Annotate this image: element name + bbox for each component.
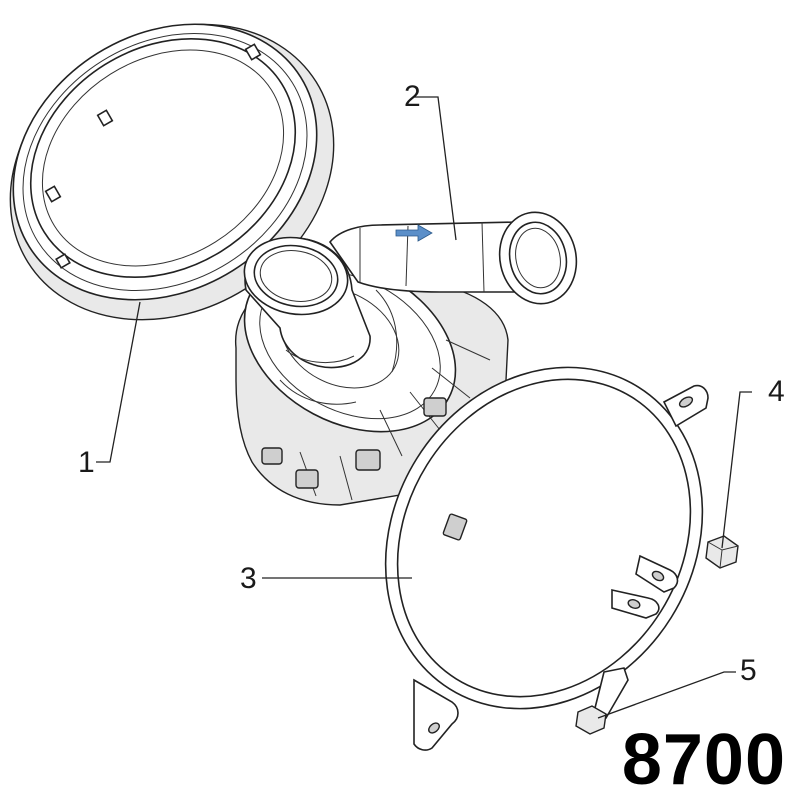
callout-1: 1 [78,446,95,479]
part-5-hex-bolt [575,667,629,735]
callout-2: 2 [404,80,421,113]
part-1-seal-ring [9,23,335,321]
part-number: 8700 [621,720,786,800]
leader-lines [96,96,752,719]
callout-3: 3 [240,562,257,595]
callout-5: 5 [740,654,757,687]
part-4-hex-nut [705,535,739,569]
callout-4: 4 [768,375,785,408]
flow-arrow-icon [395,224,433,242]
part-3-clamp-band [384,366,709,751]
